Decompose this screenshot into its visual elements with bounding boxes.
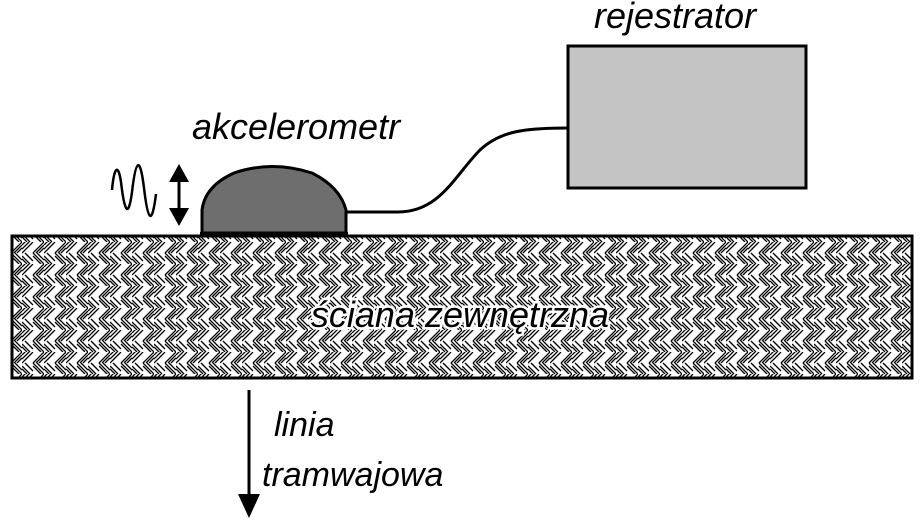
recorder-label: rejestrator <box>594 0 758 36</box>
external-wall <box>10 234 914 380</box>
accelerometer-label: akcelerometr <box>192 106 402 147</box>
accelerometer-sensor <box>200 165 348 235</box>
recorder-box <box>566 44 808 190</box>
tram-line-label-line1: linia <box>274 406 334 444</box>
tram-line-label-line2: tramwajowa <box>262 456 443 494</box>
vibration-wave-icon <box>110 164 158 218</box>
wall-label: ściana zewnętrzna <box>311 294 609 335</box>
double-arrow-vertical-icon <box>169 164 189 226</box>
signal-cable <box>346 126 569 214</box>
arrow-down-icon <box>238 390 260 518</box>
